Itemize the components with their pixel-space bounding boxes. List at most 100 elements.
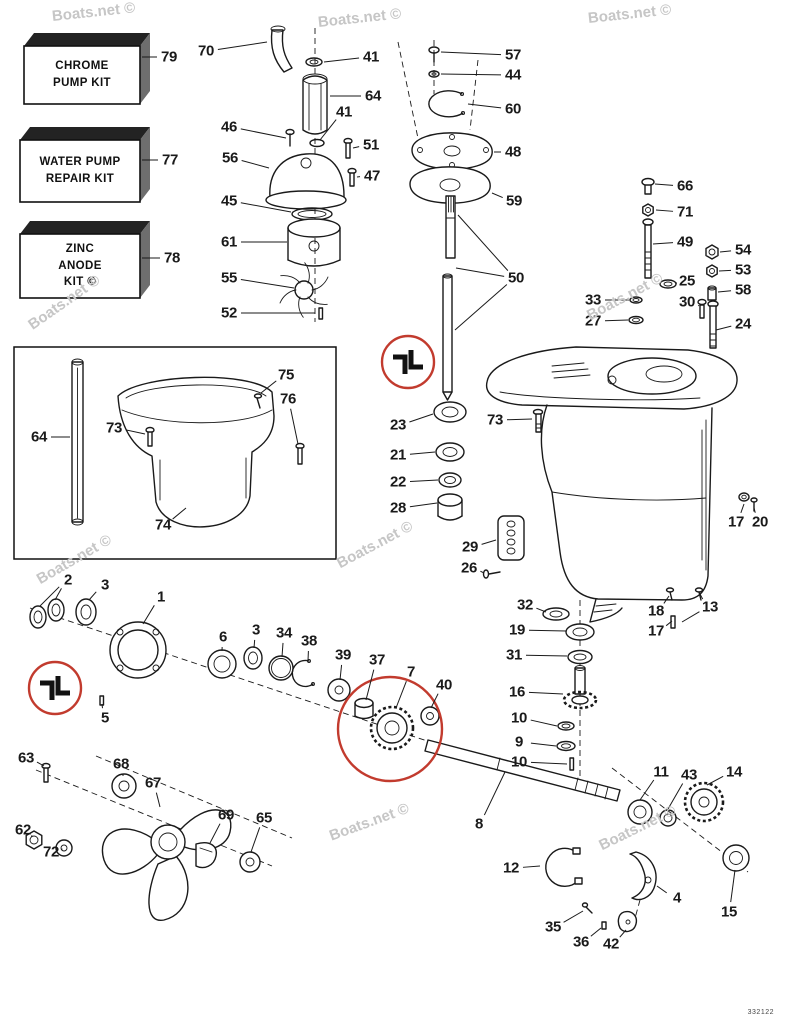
part-bearing-6	[207, 649, 237, 679]
callout-27: 27	[584, 312, 602, 330]
callout-10: 10	[510, 753, 528, 771]
callout-42: 42	[602, 935, 620, 953]
part-nuts-54-53	[705, 244, 719, 278]
callout-73: 73	[486, 411, 504, 429]
callout-74: 74	[154, 516, 172, 534]
callout-7: 7	[406, 663, 416, 681]
callout-3: 3	[251, 621, 261, 639]
part-bearing-11	[627, 799, 653, 825]
part-nut-62	[25, 830, 43, 850]
callout-41: 41	[362, 48, 380, 66]
part-bearing-3	[75, 598, 97, 626]
callout-59: 59	[505, 192, 523, 210]
inset-upper-gearcase	[13, 346, 337, 560]
callout-15: 15	[720, 903, 738, 921]
callout-20: 20	[751, 513, 769, 531]
part-screw-49	[642, 218, 654, 279]
callout-43: 43	[680, 766, 698, 784]
callout-61: 61	[220, 233, 238, 251]
part-pump-cup-61	[287, 218, 341, 267]
callout-33: 33	[584, 291, 602, 309]
callout-17: 17	[647, 622, 665, 640]
part-screw-35	[581, 902, 593, 914]
callout-10: 10	[510, 709, 528, 727]
callout-64: 64	[30, 428, 48, 446]
part-retaining-ring-60	[428, 90, 466, 118]
callout-50: 50	[507, 269, 525, 287]
callout-22: 22	[389, 473, 407, 491]
kit-label-line: ANODE	[58, 259, 102, 272]
callout-78: 78	[163, 249, 181, 267]
callout-30: 30	[678, 293, 696, 311]
callout-39: 39	[334, 646, 352, 664]
callout-1: 1	[156, 588, 166, 606]
part-screw-26	[482, 569, 501, 579]
kit-label-line: CHROME	[55, 60, 109, 73]
kit-box-graphics	[19, 33, 150, 299]
callout-25: 25	[678, 272, 696, 290]
part-bearing-15	[722, 844, 750, 872]
boatsnet-logo-icon	[27, 660, 83, 716]
callout-65: 65	[255, 809, 273, 827]
part-ring-3b	[243, 646, 263, 670]
callout-24: 24	[734, 315, 752, 333]
callout-45: 45	[220, 192, 238, 210]
part-washer-39	[327, 678, 351, 702]
part-bolt-24	[707, 300, 719, 349]
part-gasket-59	[409, 166, 491, 204]
part-pump-housing-56	[265, 153, 347, 210]
callout-11: 11	[653, 763, 669, 781]
callout-38: 38	[300, 632, 318, 650]
part-washer-72	[55, 839, 73, 857]
callout-77: 77	[161, 151, 179, 169]
callout-4: 4	[672, 889, 682, 907]
part-screw-57	[428, 46, 440, 63]
part-plate-29	[497, 515, 525, 561]
callout-31: 31	[505, 646, 523, 664]
callout-73: 73	[105, 419, 123, 437]
callout-14: 14	[725, 763, 743, 781]
part-screws-18-13-17	[665, 587, 704, 629]
callout-3: 3	[100, 576, 110, 594]
part-washer-44	[428, 70, 440, 78]
callout-79: 79	[160, 48, 178, 66]
part-screw-30	[697, 298, 707, 319]
kit-label-line: REPAIR KIT	[45, 173, 115, 185]
callout-46: 46	[220, 118, 238, 136]
callout-44: 44	[504, 66, 522, 84]
part-fitting-58	[707, 285, 717, 301]
callout-21: 21	[389, 446, 407, 464]
part-impeller-key-52	[318, 307, 324, 320]
part-oring-34	[268, 655, 294, 681]
callout-72: 72	[42, 843, 60, 861]
callout-2: 2	[63, 571, 73, 589]
callout-19: 19	[508, 621, 526, 639]
callout-68: 68	[112, 755, 130, 773]
callout-32: 32	[516, 596, 534, 614]
part-propeller-shaft-8	[424, 739, 621, 802]
part-plate-48	[411, 132, 493, 170]
callout-35: 35	[544, 918, 562, 936]
callout-26: 26	[460, 559, 478, 577]
callout-70: 70	[197, 42, 215, 60]
part-washer-65	[239, 851, 261, 873]
kit-box-chrome-pump: CHROME PUMP KIT	[24, 46, 140, 104]
callout-16: 16	[508, 683, 526, 701]
part-ring-43	[659, 809, 677, 827]
kit-label-line: PUMP KIT	[53, 77, 111, 89]
callout-53: 53	[734, 261, 752, 279]
kit-box-water-pump-repair: WATER PUMP REPAIR KIT	[20, 140, 140, 202]
callout-71: 71	[676, 203, 694, 221]
callout-5: 5	[100, 709, 110, 727]
part-water-tube	[270, 25, 293, 73]
callout-62: 62	[14, 821, 32, 839]
callout-6: 6	[218, 628, 228, 646]
part-bearing-housing-1	[109, 621, 167, 679]
callout-60: 60	[504, 100, 522, 118]
part-bearing-stack	[433, 401, 467, 521]
part-bolt-73-center	[532, 408, 544, 433]
callout-17: 17	[727, 513, 745, 531]
part-gearcase-housing-20	[485, 346, 738, 623]
callout-13: 13	[701, 598, 719, 616]
